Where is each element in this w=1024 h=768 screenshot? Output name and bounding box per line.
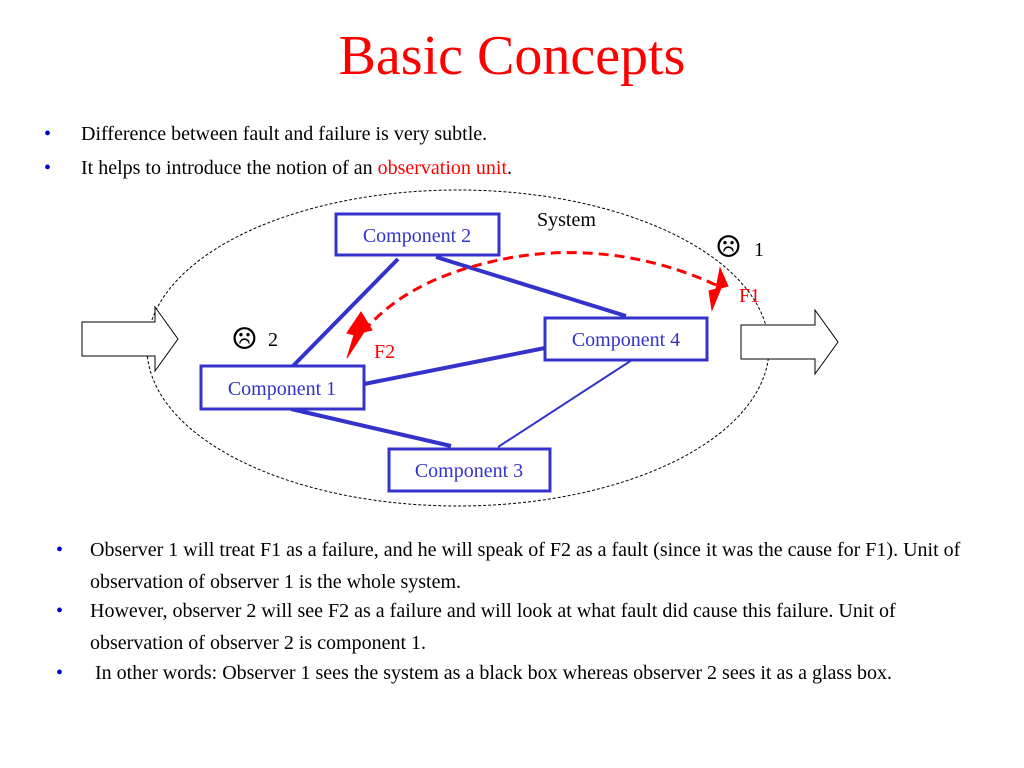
input-arrow <box>81 305 179 373</box>
bullet-item: • Observer 1 will treat F1 as a failure,… <box>56 534 1006 598</box>
component-2-label: Component 2 <box>363 225 471 247</box>
bullet-text-part: It helps to introduce the notion of an <box>81 157 378 179</box>
bullet-text: It helps to introduce the notion of an o… <box>81 152 512 184</box>
component-1-label: Component 1 <box>228 378 336 400</box>
bullet-item: • In other words: Observer 1 sees the sy… <box>56 657 1006 721</box>
link-c3-c4 <box>497 359 633 448</box>
lightning-f2-icon <box>346 311 373 359</box>
bullet-text: In other words: Observer 1 sees the syst… <box>90 662 893 684</box>
fault-f2-label: F2 <box>374 341 395 363</box>
fault-propagation-arc <box>356 251 717 339</box>
output-arrow <box>740 308 839 376</box>
bullet-dot: • <box>56 662 64 684</box>
system-label: System <box>537 209 596 231</box>
component-2-box <box>334 212 501 257</box>
component-4-label: Component 4 <box>572 329 680 351</box>
link-c1-c4 <box>363 346 546 386</box>
bullet-dot: • <box>44 157 52 179</box>
observer-1-face-icon: ☹ <box>715 231 742 264</box>
link-c2-c4 <box>435 255 627 318</box>
fault-f1-label: F1 <box>739 285 760 307</box>
observer-2-number: 2 <box>268 329 278 351</box>
observer-2-face-icon: ☹ <box>231 323 258 356</box>
observer-1-number: 1 <box>754 239 764 261</box>
lightning-f1-icon <box>708 266 729 312</box>
slide-title: Basic Concepts <box>338 25 686 87</box>
bullet-text: However, observer 2 will see F2 as a fai… <box>90 600 896 654</box>
link-c2-c1 <box>289 257 400 370</box>
component-1-box <box>199 364 366 411</box>
bullet-text: Difference between fault and failure is … <box>81 123 488 145</box>
component-4-box <box>543 316 709 362</box>
link-c1-c3 <box>290 407 452 448</box>
component-3-label: Component 3 <box>415 460 523 482</box>
bullet-text-part: . <box>507 157 513 179</box>
component-3-box <box>387 447 552 493</box>
bullet-dot: • <box>56 600 64 622</box>
bullet-dot: • <box>44 123 52 145</box>
observation-unit-highlight: observation unit <box>377 157 508 179</box>
bullet-text: Observer 1 will treat F1 as a failure, a… <box>90 539 961 593</box>
bullet-item: • However, observer 2 will see F2 as a f… <box>56 595 1006 659</box>
bullet-dot: • <box>56 539 64 561</box>
